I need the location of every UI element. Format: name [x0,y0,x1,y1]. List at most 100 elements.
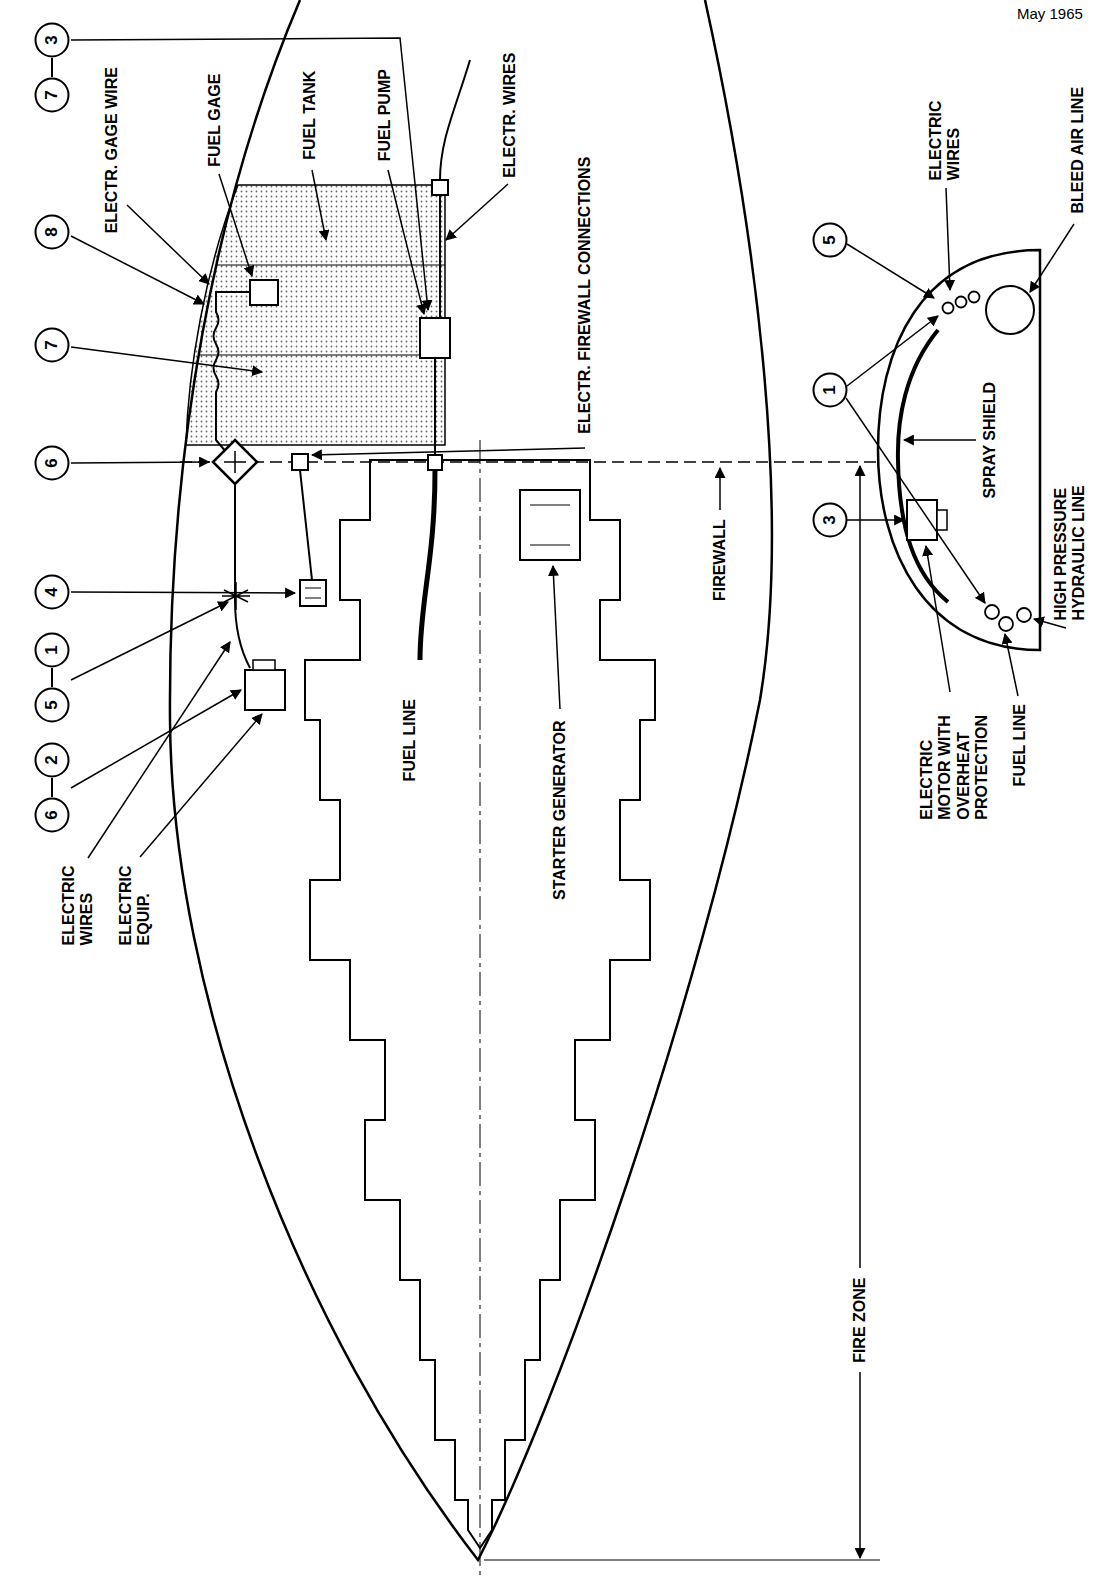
callout-text: 1 [34,632,70,668]
callout-text: 5 [34,687,70,723]
flex-fuel-line [420,470,435,660]
spark-burst [222,582,250,610]
leader-line [312,170,326,240]
part-label: FIREWALL [711,517,729,603]
callout-text: 6 [34,445,70,481]
part-label: ELECTR. WIRES [501,51,519,180]
wire-connector [432,180,448,195]
callout-number: 1 [812,372,848,408]
leader-line [847,519,904,521]
fuel-pump [420,318,450,358]
dimension-label: FIRE ZONE [851,1276,869,1365]
wire-section [943,303,954,314]
callout-text: 7 [34,327,70,363]
nacelle-outline [170,0,772,1560]
bleed-air-line [986,286,1034,334]
wire-section [956,297,967,308]
pump-wire [440,60,470,180]
callout-text: 1 [812,372,848,408]
fuel-line [434,358,436,455]
firewall-connection-detail [224,451,246,473]
part-label: FUEL LINE [401,697,419,783]
part-label: FUEL TANK [301,69,319,162]
fuel-line-section [985,605,999,619]
callout-text: 7 [34,77,70,113]
part-label: FUEL PUMP [376,67,394,163]
leader-line [926,546,950,692]
part-label: ELECTRIC WIRES [927,98,964,182]
dimension-line [859,466,861,1268]
fuel-fitting [428,455,442,470]
callout-link [51,778,53,797]
pump-wire [439,195,441,318]
callout-text: 4 [34,574,70,610]
callout-link [51,58,53,77]
part-label: FUEL LINE [1011,702,1029,788]
spray-shield [898,330,948,602]
leader-line [847,316,938,386]
leader-line [1005,634,1018,696]
leader-line [553,566,560,709]
part-label: ELECTRIC MOTOR WITH OVERHEAT PROTECTION [918,698,992,822]
electric-equipment [245,670,285,710]
leader-line [140,714,262,857]
callout-number: 3 [34,22,70,58]
leader-line [1030,224,1074,292]
part-label: SPRAY SHIELD [981,380,999,500]
part-label: ELECTRIC WIRES [60,863,97,947]
equipment-cap [253,660,275,670]
callout-text: 6 [34,797,70,833]
leader-line [946,188,950,290]
electric-firewall-fitting [292,454,308,470]
callout-number: 6 [34,445,70,481]
section-outline [878,250,1040,650]
leader-line [71,690,241,788]
part-label: STARTER GENERATOR [551,718,569,902]
leader-line [71,236,204,304]
leader-line [388,170,424,314]
part-label: FUEL GAGE [206,72,224,169]
part-label: BLEED AIR LINE [1069,85,1087,216]
leader-line [71,602,228,680]
leader-line [71,347,262,372]
callout-number: 6 [34,797,70,833]
starter-detail [530,505,570,545]
extension-line [484,1559,880,1560]
gage-wire [214,292,251,452]
callout-number: 3 [812,502,848,538]
wire-section [969,292,980,303]
firewall-line [180,461,880,463]
leader-line [71,462,209,463]
leader-line [312,448,585,455]
callout-number: 7 [34,77,70,113]
firewall-connection [213,440,257,484]
callout-text: 2 [34,742,70,778]
fuel-line-section [999,617,1013,631]
callout-number: 7 [34,327,70,363]
leader-line [846,398,985,603]
part-label: HIGH PRESSURE HYDRAULIC LINE [1052,458,1089,622]
date-stamp: May 1965 [1015,5,1085,22]
electric-wire [235,484,250,668]
callout-text: 8 [34,214,70,250]
electric-motor [907,500,937,540]
callout-number: 4 [34,574,70,610]
electric-connector [300,580,326,606]
callout-link [51,668,53,687]
leader-line [219,174,252,276]
leader-line [127,205,209,284]
connector-pins [305,588,321,598]
leader-line [71,592,295,593]
callout-number: 8 [34,214,70,250]
callout-number: 1 [34,632,70,668]
leader-line [71,38,428,310]
callout-text: 3 [34,22,70,58]
callout-text: 5 [812,222,848,258]
tank-rib [198,265,445,355]
leader-lines [71,38,1074,858]
leader-line [88,642,230,858]
leader-line [719,468,721,510]
fuel-gage [250,280,278,305]
part-label: ELECTR. FIREWALL CONNECTIONS [576,155,594,436]
callout-number: 2 [34,742,70,778]
